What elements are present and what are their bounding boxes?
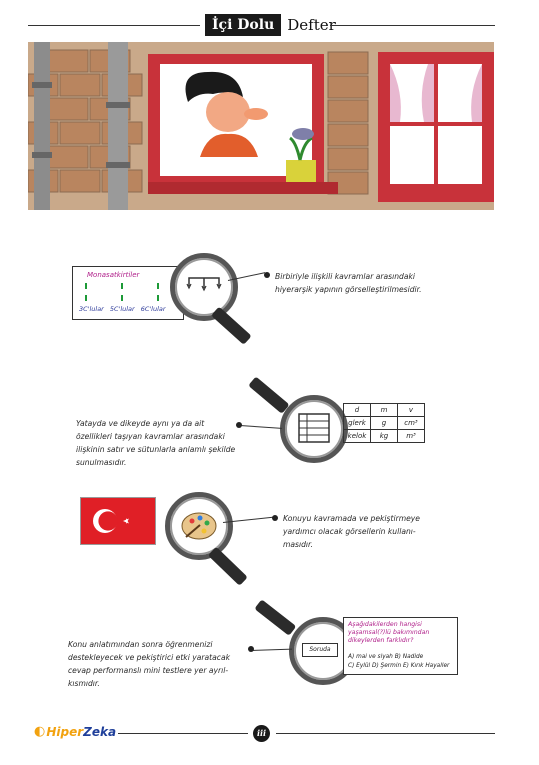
table-row: glerk g cm³ [343, 416, 425, 430]
table-cell: cm³ [397, 416, 425, 430]
concept-map-title: Monasatkirtiler [87, 271, 140, 279]
footer-rule-right [276, 733, 495, 734]
note-line: hiyerarşik yapının görselleştirilmesidir… [275, 285, 422, 294]
question-line: dikeylerden farklıdır? [348, 637, 414, 644]
option-line: C) Eylül D) Şermin E) Kırık Hayaller [348, 663, 450, 669]
question-line: yaşamsal(?)lü bakımından [348, 629, 430, 636]
page-number: iii [253, 725, 270, 742]
table-cell: d [343, 403, 371, 417]
table-cell: glerk [343, 416, 371, 430]
concept-item: 3C'lular [79, 305, 104, 313]
table-cell: m [370, 403, 398, 417]
brand-swoosh-icon: ◐ [34, 724, 46, 739]
note-line: Yatayda ve dikeyde aynı ya da ait [76, 419, 205, 428]
brand-name-first: Hiper [46, 724, 84, 739]
bullet-dot [236, 422, 242, 428]
concept-map-box: Monasatkirtiler 3C'lular 5C'lular 6C'lul… [72, 266, 184, 320]
table-cell: v [397, 403, 425, 417]
note-visual: Konuyu kavramada ve pekiştirmeye yardımc… [283, 512, 493, 551]
table-row: d m v [343, 403, 425, 417]
units-table: d m v glerk g cm³ kelok kg m³ [343, 403, 425, 443]
note-line: ilişkinin satır ve sütunlarla anlamlı şe… [76, 445, 236, 454]
magnifier-lens-concept [170, 253, 238, 321]
hierarchy-icon [186, 277, 222, 292]
header-title-text: Defter [287, 16, 336, 34]
note-concept-map: Birbiriyle ilişkili kavramlar arasındaki… [275, 270, 495, 296]
bullet-dot [248, 646, 254, 652]
question-options: A) mai ve siyah B) Nadide C) Eylül D) Şe… [348, 653, 449, 671]
note-line: cevap performanslı mini testlere yer ayr… [68, 666, 229, 675]
crescent-star-icon [93, 509, 129, 533]
concept-arrow-middle [121, 283, 125, 301]
window-scene-drawing [28, 42, 494, 210]
magnifier-handle [254, 599, 297, 636]
table-icon [298, 413, 330, 443]
concept-item: 5C'lular [109, 305, 135, 313]
table-cell: m³ [397, 429, 425, 443]
concept-map-items: 3C'lular 5C'lular 6C'lular [79, 305, 166, 313]
brand-logo: ◐ Hiper Zeka [34, 724, 116, 739]
note-line: kısmıdır. [68, 679, 100, 688]
concept-item: 6C'lular [140, 305, 166, 313]
question-line: Aşağıdakilerden hangisi [348, 621, 422, 628]
magnifier-lens-visual [165, 492, 233, 560]
option-line: A) mai ve siyah B) Nadide [348, 654, 424, 660]
header-illustration [28, 42, 494, 210]
magnifier-lens-table [280, 395, 348, 463]
header-rule-left [28, 25, 200, 26]
bullet-dot [272, 515, 278, 521]
note-table: Yatayda ve dikeyde aynı ya da ait özelli… [76, 417, 246, 469]
brand-name-second: Zeka [83, 724, 117, 739]
concept-arrow-left [85, 283, 89, 301]
magnifier-handle [248, 376, 290, 414]
concept-arrow-right [157, 283, 161, 301]
note-line: destekleyecek ve pekiştirici etki yarata… [68, 653, 231, 662]
note-line: yardımcı olacak görsellerin kullanı- [283, 527, 416, 536]
palette-icon [181, 512, 217, 540]
table-cell: kg [370, 429, 398, 443]
note-line: özellikleri taşıyan kavramlar arasındaki [76, 432, 225, 441]
note-line: Konu anlatımından sonra öğrenmenizi [68, 640, 213, 649]
note-mini-test: Konu anlatımından sonra öğrenmenizi dest… [68, 638, 253, 690]
header-title-box: İçi Dolu [205, 14, 282, 36]
footer-rule-left [118, 733, 248, 734]
table-row: kelok kg m³ [343, 429, 425, 443]
leader-line [239, 425, 282, 429]
turkish-flag-image [80, 497, 156, 545]
header-rule-right [330, 25, 495, 26]
question-box: Aşağıdakilerden hangisi yaşamsal(?)lü ba… [343, 617, 458, 675]
note-line: sunulmasıdır. [76, 458, 127, 467]
page-header: İçi Dolu Defter [205, 14, 336, 36]
question-text: Aşağıdakilerden hangisi yaşamsal(?)lü ba… [348, 621, 429, 645]
note-line: Birbiriyle ilişkili kavramlar arasındaki [275, 272, 416, 281]
note-line: masıdır. [283, 540, 313, 549]
question-lens-label: Soruda [302, 643, 338, 657]
bullet-dot [264, 272, 270, 278]
note-line: Konuyu kavramada ve pekiştirmeye [283, 514, 420, 523]
table-cell: g [370, 416, 398, 430]
table-cell: kelok [343, 429, 371, 443]
leader-line [251, 648, 292, 651]
